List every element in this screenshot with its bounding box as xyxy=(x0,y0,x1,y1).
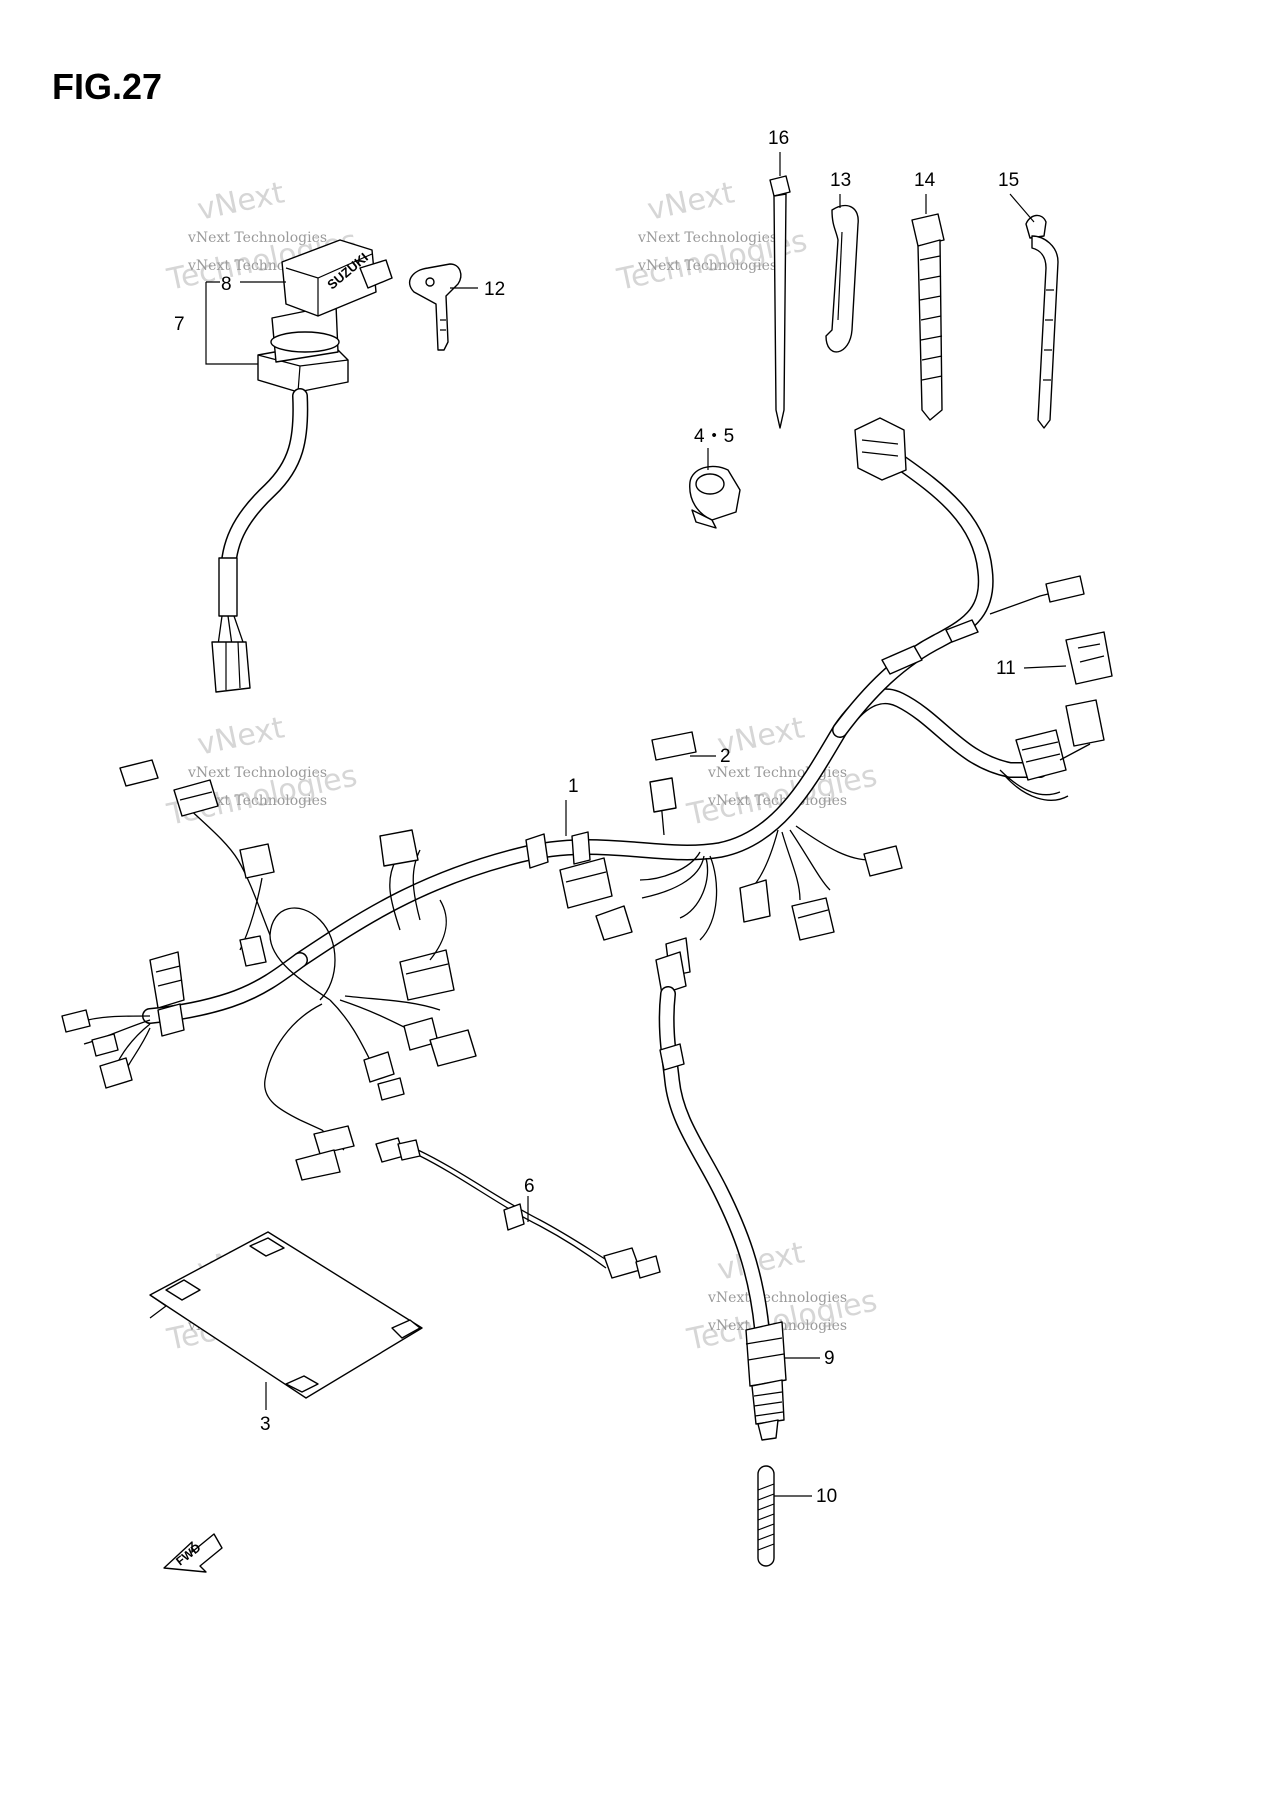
leader-lines xyxy=(205,152,1067,1497)
callout-12: 12 xyxy=(484,279,505,300)
watermark-company: vNext Technologies xyxy=(187,765,327,781)
callout-7: 7 xyxy=(174,314,185,335)
watermark-vnext: vNext xyxy=(194,710,287,763)
figure-title: FIG.27 xyxy=(52,66,163,107)
watermark: vNext vNext Technologies Technologies vN… xyxy=(683,710,880,833)
callout-11: 11 xyxy=(996,658,1016,679)
callout-6: 6 xyxy=(524,1176,535,1197)
watermark-company-2: vNext Technologies xyxy=(187,793,327,809)
main-harness xyxy=(292,417,1113,968)
fwd-direction-marker: FWD xyxy=(163,1533,223,1573)
ignition-key xyxy=(409,263,462,351)
callout-14: 14 xyxy=(914,170,936,191)
callout-13: 13 xyxy=(830,170,851,191)
spring-10 xyxy=(757,1465,775,1567)
clamp-13 xyxy=(825,205,859,353)
callout-2: 2 xyxy=(720,746,731,767)
callout-labels: 1 2 3 4・5 6 7 8 9 10 11 12 13 14 15 16 xyxy=(174,128,1019,1507)
watermark-edge xyxy=(1240,225,1276,1303)
watermark-company: vNext Technologies xyxy=(187,230,327,246)
callout-8: 8 xyxy=(221,274,232,295)
watermark-company: vNext Technologies xyxy=(707,1290,847,1306)
callout-1: 1 xyxy=(568,776,579,797)
watermark: vNext vNext Technologies Technologies vN… xyxy=(163,710,360,833)
watermark-company-2: vNext Technologies xyxy=(707,793,847,809)
watermark-vnext: vNext xyxy=(194,175,287,228)
ignition-switch: SUZUKI xyxy=(211,239,393,693)
callout-10: 10 xyxy=(816,1486,837,1507)
callout-3: 3 xyxy=(260,1414,271,1435)
callout-16: 16 xyxy=(768,128,789,149)
harness-center-connectors xyxy=(379,731,903,1001)
protective-sheet-3 xyxy=(149,1231,423,1399)
callout-9: 9 xyxy=(824,1348,835,1369)
cable-tie-14 xyxy=(911,213,945,421)
callout-15: 15 xyxy=(998,170,1019,191)
cable-tie-15 xyxy=(1025,214,1059,429)
callout-4-5: 4・5 xyxy=(694,426,734,447)
watermark-company-2: vNext Technologies xyxy=(637,258,777,274)
cable-tie-16 xyxy=(769,175,791,429)
watermark-vnext: vNext xyxy=(644,175,737,228)
sensor-9 xyxy=(655,951,787,1441)
lead-wire-6 xyxy=(375,1137,661,1279)
harness-left-branch xyxy=(61,759,477,1181)
clamp-4-5 xyxy=(689,465,741,529)
watermark-company: vNext Technologies xyxy=(637,230,777,246)
